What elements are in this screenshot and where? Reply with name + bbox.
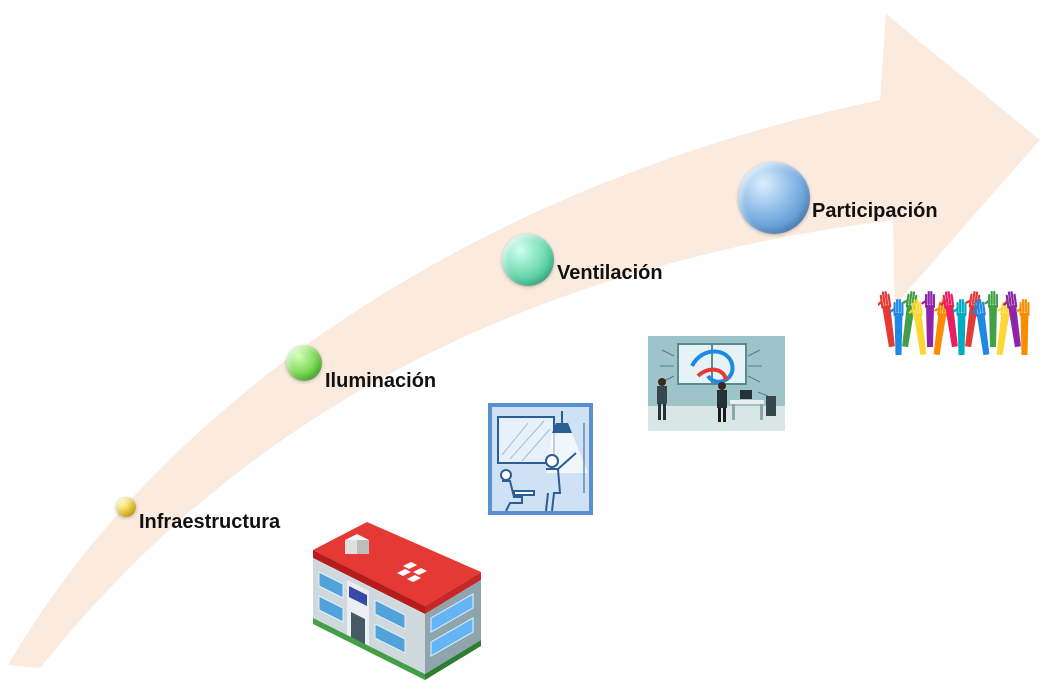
classroom-lighting-icon [488,403,593,515]
stage-label-iluminacion: Iluminación [325,370,437,392]
raised-hands-icon [878,291,1030,355]
raised-hand [878,291,895,348]
stage-dot-ventilacion [502,234,554,286]
stage-label-infraestructura: Infraestructura [139,511,281,533]
raised-hand [1015,299,1030,355]
stage-dot-participacion [738,162,810,234]
raised-hand [940,291,958,348]
stage-dot-infraestructura [116,497,136,517]
classroom-ventilation-icon [648,336,785,431]
raised-hand [908,299,927,355]
stage-dot-iluminacion [286,345,322,381]
stage-label-participacion: Participación [812,200,938,222]
stage-label-ventilacion: Ventilación [557,262,663,284]
raised-hand [1003,291,1021,348]
raised-hand [921,291,935,347]
school-building-icon [313,522,481,680]
raised-hand [889,299,904,355]
raised-hand [952,299,967,355]
raised-hand [971,299,990,355]
raised-hand [984,291,998,347]
